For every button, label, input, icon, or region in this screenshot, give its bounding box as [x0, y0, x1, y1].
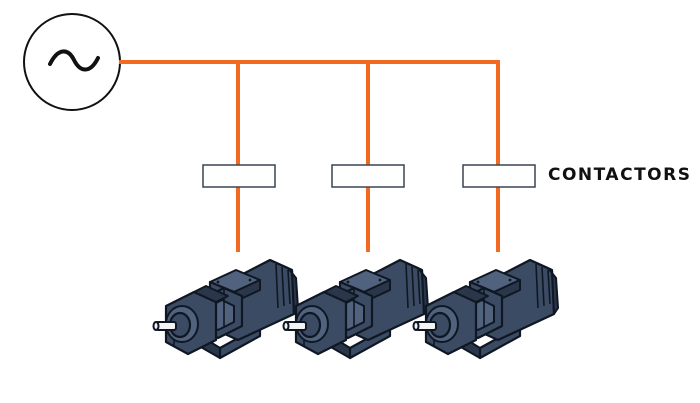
contactor-group: [202, 164, 536, 188]
motor-3[interactable]: [412, 258, 560, 360]
ac-source: [23, 13, 121, 111]
wiring: [119, 60, 500, 252]
contactor-2[interactable]: [331, 164, 405, 188]
contactor-1[interactable]: [202, 164, 276, 188]
motor-2[interactable]: [282, 258, 430, 360]
contactors-label: CONTACTORS: [548, 165, 692, 185]
sine-wave-icon: [48, 49, 100, 72]
motor-1[interactable]: [152, 258, 300, 360]
contactor-3[interactable]: [462, 164, 536, 188]
